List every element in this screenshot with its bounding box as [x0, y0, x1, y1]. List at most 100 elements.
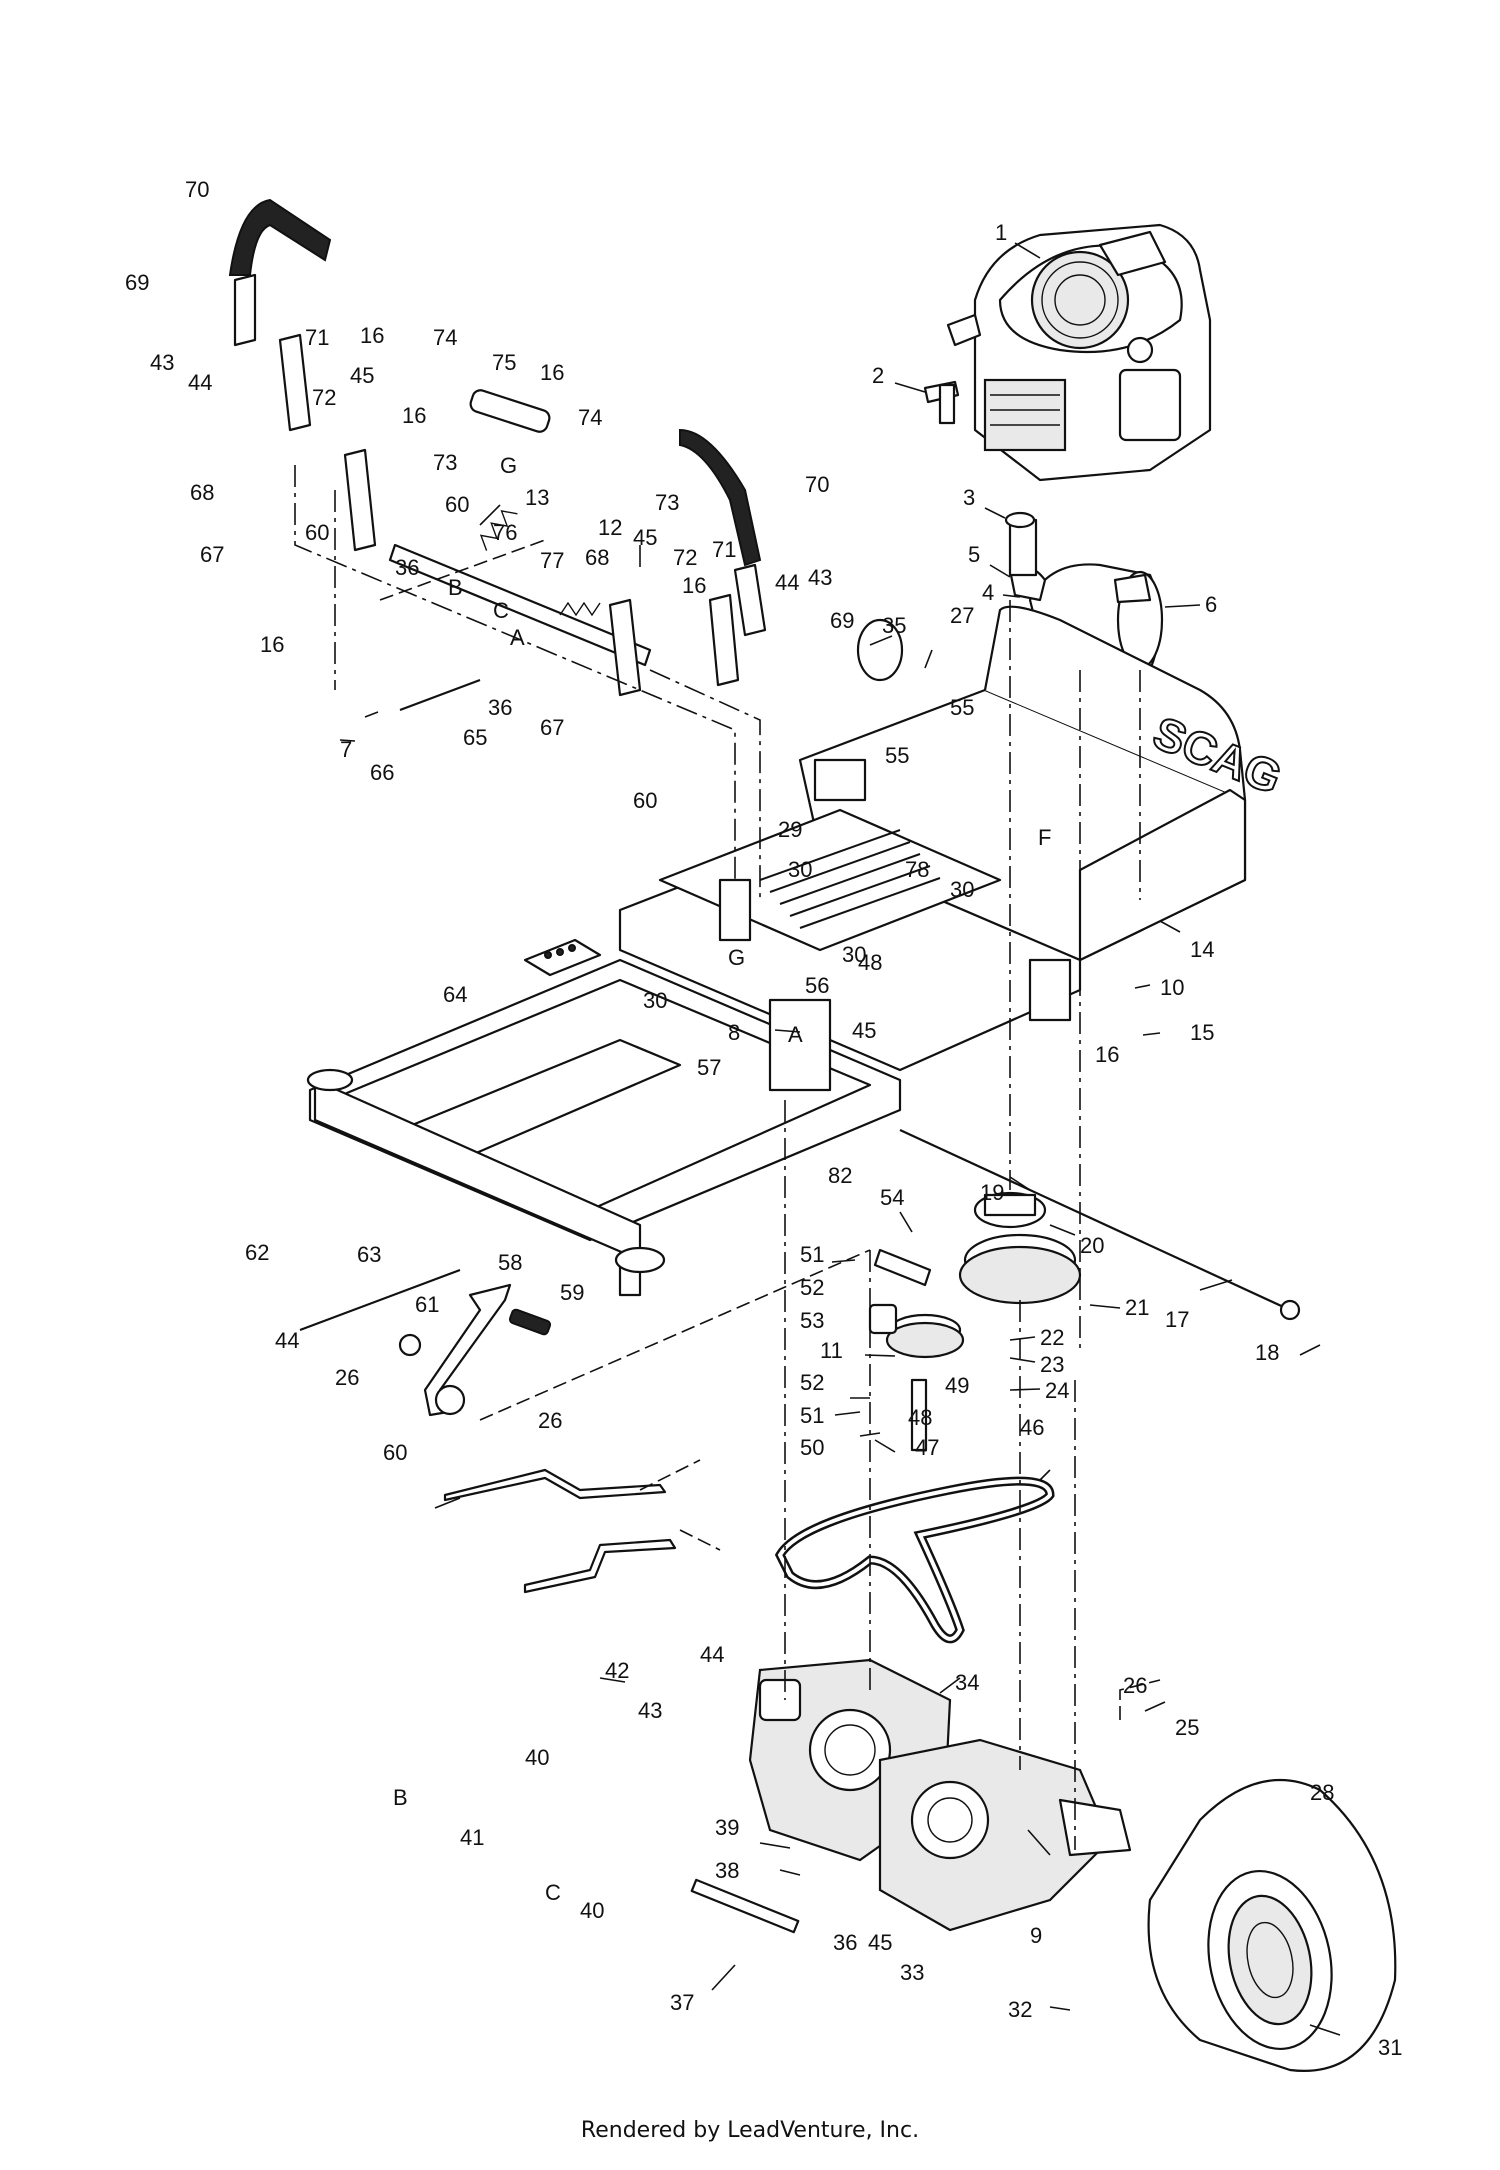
callout-63: 63: [357, 1242, 381, 1267]
engine: [946, 223, 1212, 482]
callout-39: 39: [715, 1815, 739, 1840]
label-b-2: B: [393, 1785, 408, 1810]
callout-73-a: 73: [433, 450, 457, 475]
callout-44-d: 44: [700, 1642, 724, 1667]
callout-60-c: 60: [633, 788, 657, 813]
callout-48-b: 48: [908, 1405, 932, 1430]
callout-46: 46: [1020, 1415, 1044, 1440]
callout-71-b: 71: [712, 537, 736, 562]
callout-14: 14: [1190, 937, 1214, 962]
callout-72-b: 72: [673, 545, 697, 570]
callout-55-b: 55: [885, 743, 909, 768]
callout-45-c: 45: [852, 1018, 876, 1043]
callout-13: 13: [525, 485, 549, 510]
callout-26-a: 26: [335, 1365, 359, 1390]
drive-belt: [774, 1476, 1055, 1644]
callout-70-b: 70: [805, 472, 829, 497]
callout-3: 3: [963, 485, 975, 510]
label-a-1: A: [510, 625, 525, 650]
callout-4: 4: [982, 580, 994, 605]
floor-slots: [759, 829, 941, 929]
callout-12: 12: [598, 515, 622, 540]
callout-41: 41: [460, 1825, 484, 1850]
callout-34: 34: [955, 1670, 979, 1695]
callout-40-a: 40: [525, 1745, 549, 1770]
callout-82: 82: [828, 1163, 852, 1188]
label-f-1: F: [1038, 825, 1051, 850]
callout-20: 20: [1080, 1233, 1104, 1258]
callout-68-a: 68: [190, 480, 214, 505]
callout-51-a: 51: [800, 1242, 824, 1267]
callout-49: 49: [945, 1373, 969, 1398]
callout-67-b: 67: [540, 715, 564, 740]
callout-30-a: 30: [788, 857, 812, 882]
label-a-2: A: [788, 1022, 803, 1047]
callout-16-b: 16: [540, 360, 564, 385]
callout-56: 56: [805, 973, 829, 998]
callout-70-a: 70: [185, 177, 209, 202]
callout-74-a: 74: [433, 325, 457, 350]
callout-19: 19: [980, 1180, 1004, 1205]
left-steering-lever: [228, 198, 332, 432]
callout-7: 7: [340, 737, 352, 762]
callout-33: 33: [900, 1960, 924, 1985]
callout-62: 62: [245, 1240, 269, 1265]
callout-59: 59: [560, 1280, 584, 1305]
callout-29: 29: [778, 817, 802, 842]
callout-43-a: 43: [150, 350, 174, 375]
callout-16-a: 16: [360, 323, 384, 348]
callout-32: 32: [1008, 1997, 1032, 2022]
callout-47: 47: [915, 1435, 939, 1460]
callout-15: 15: [1190, 1020, 1214, 1045]
callout-50: 50: [800, 1435, 824, 1460]
label-c-2: C: [545, 1880, 561, 1905]
callout-76: 76: [493, 520, 517, 545]
callout-73-b: 73: [655, 490, 679, 515]
callout-27: 27: [950, 603, 974, 628]
callout-72-a: 72: [312, 385, 336, 410]
right-steering-lever: [679, 428, 767, 687]
electric-clutch: [958, 1191, 1082, 1305]
callout-75: 75: [492, 350, 516, 375]
mower-frame: [306, 605, 1247, 1297]
callout-37: 37: [670, 1990, 694, 2015]
callout-52-b: 52: [800, 1370, 824, 1395]
callout-54: 54: [880, 1185, 904, 1210]
callout-45-d: 45: [868, 1930, 892, 1955]
callout-35: 35: [882, 613, 906, 638]
callout-16-d: 16: [682, 573, 706, 598]
callout-66: 66: [370, 760, 394, 785]
label-c-1: C: [493, 598, 509, 623]
callout-31: 31: [1378, 2035, 1402, 2060]
callout-17: 17: [1165, 1307, 1189, 1332]
callout-28: 28: [1310, 1780, 1334, 1805]
callout-44-b: 44: [775, 570, 799, 595]
callout-45-b: 45: [633, 525, 657, 550]
alignment-lines: [294, 465, 1161, 1850]
callout-30-d: 30: [643, 988, 667, 1013]
callout-51-b: 51: [800, 1403, 824, 1428]
callout-64: 64: [443, 982, 467, 1007]
callout-11: 11: [820, 1338, 843, 1363]
leaders: [339, 242, 1341, 2036]
callout-55-a: 55: [950, 695, 974, 720]
callout-6: 6: [1205, 592, 1217, 617]
label-b-1: B: [448, 575, 463, 600]
callout-26-b: 26: [538, 1408, 562, 1433]
label-g-2: G: [728, 945, 745, 970]
callout-77: 77: [540, 548, 564, 573]
callout-36-a: 36: [395, 555, 419, 580]
callout-61: 61: [415, 1292, 439, 1317]
callout-36-b: 36: [488, 695, 512, 720]
callout-40-b: 40: [580, 1898, 604, 1923]
callout-24: 24: [1045, 1378, 1069, 1403]
brake-pedal-lever: [398, 1283, 552, 1417]
label-g-1: G: [500, 453, 517, 478]
callout-57: 57: [697, 1055, 721, 1080]
callout-30-c: 30: [842, 942, 866, 967]
callout-1: 1: [995, 220, 1007, 245]
oil-drain-fitting: [923, 380, 960, 425]
callout-21: 21: [1125, 1295, 1149, 1320]
callout-38: 38: [715, 1858, 739, 1883]
